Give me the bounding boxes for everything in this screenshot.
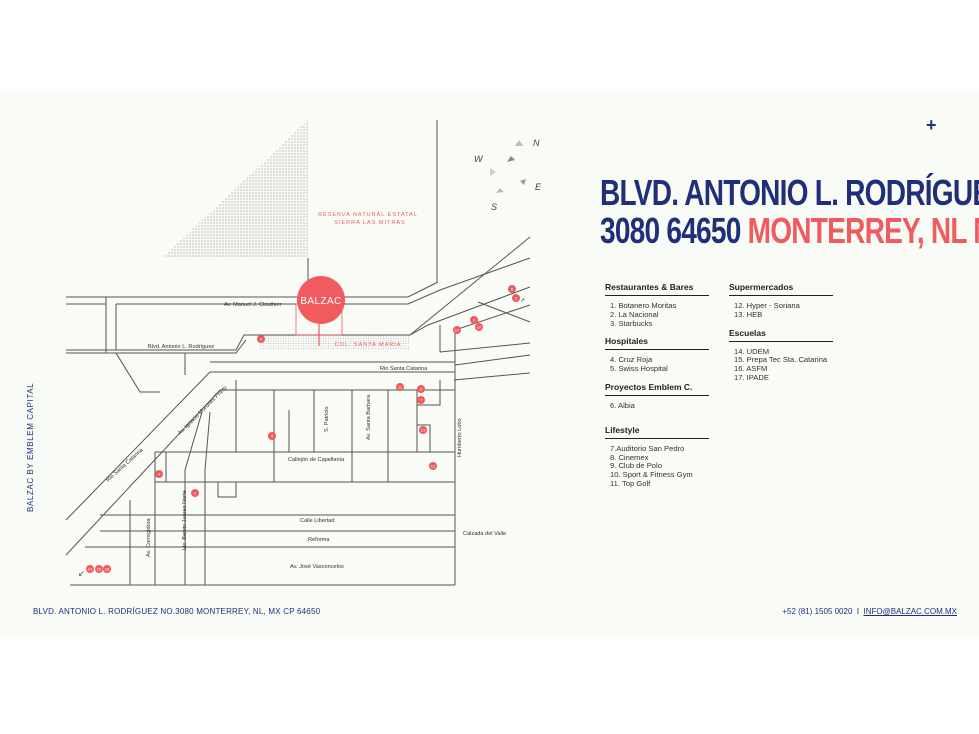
poi-marker-label-11: 11: [398, 385, 403, 390]
category-escuelas: Escuelas: [729, 328, 833, 342]
street-humberto: Humberto Lobo: [457, 418, 463, 457]
poi-marker-label-4: 4: [158, 472, 161, 477]
street-morones: Av. Ignacio Morones Prieto: [177, 385, 228, 436]
footer-email[interactable]: INFO@BALZAC.COM.MX: [863, 607, 957, 616]
poi-marker-label-12: 12: [431, 464, 436, 469]
nature-reserve-area: [162, 120, 308, 258]
list-restaurantes: 1. Botanero Moritas 2. La Nacional 3. St…: [610, 301, 677, 328]
poi-marker-label-15: 15: [97, 567, 102, 572]
poi-marker-13[interactable]: [419, 426, 427, 434]
street-patricio: S. Patricio: [324, 407, 330, 433]
poi-marker-label-16: 16: [105, 567, 110, 572]
street-rodriguez: Blvd. Antonio L. Rodríguez: [148, 344, 214, 350]
category-hospitales: Hospitales: [605, 336, 709, 351]
street-rio-sc: Rio Santa Catarina: [380, 366, 428, 372]
poi-marker-2[interactable]: [417, 385, 425, 393]
street-clouthier: Av. Manuel J. Clouthier: [224, 302, 281, 308]
poi-marker-8[interactable]: [508, 285, 516, 293]
street-vasconcelos: Av. José Vasconcelos: [290, 564, 344, 570]
address-line-2: 3080 64650 MONTERREY, NL MX: [600, 212, 979, 250]
poi-marker-label-17: 17: [455, 328, 460, 333]
sidebar-brand: BALZAC BY EMBLEM CAPITAL: [26, 382, 35, 512]
poi-marker-11[interactable]: [396, 383, 404, 391]
santa-maria-area: [260, 335, 410, 350]
poi-marker-10[interactable]: [475, 323, 483, 331]
category-restaurantes: Restaurantes & Bares: [605, 282, 709, 296]
list-supermercados: 12. Hyper - Soriana 13. HEB: [734, 301, 800, 319]
balzac-marker[interactable]: [297, 276, 345, 324]
category-proyectos: Proyectos Emblem C.: [605, 382, 709, 396]
arrow-southwest: ↙: [78, 569, 85, 578]
poi-marker-label-14: 14: [88, 567, 93, 572]
poi-marker-label-7: 7: [420, 398, 423, 403]
street-santa-barbara: Av. Santa Barbara: [366, 394, 372, 440]
compass-n: N: [533, 138, 540, 148]
list-proyectos: 6. Albia: [610, 400, 635, 410]
street-reforma: Reforma: [308, 537, 330, 543]
street-juarez: Lic. Benito Juárez Norte: [182, 490, 188, 550]
street-libertad: Calle Libertad: [300, 518, 335, 524]
poi-marker-3[interactable]: [470, 316, 478, 324]
colonia-label: COL. SANTA MARIA: [335, 342, 402, 348]
street-capellania: Callejón de Capellanía: [288, 457, 345, 463]
category-supermercados: Supermercados: [729, 282, 833, 296]
reserve-label-2: SIERRA LAS MITRAS: [334, 220, 405, 226]
list-lifestyle: 7.Auditorio San Pedro 8. Cinemex 9. Club…: [610, 443, 693, 488]
postal-code: 3080 64650: [600, 210, 741, 251]
poi-marker-label-13: 13: [421, 428, 426, 433]
poi-marker-label-1: 1: [194, 491, 197, 496]
poi-marker-label-2: 2: [420, 387, 423, 392]
legend-column-right: Supermercados 12. Hyper - Soriana 13. HE…: [729, 282, 833, 391]
poi-marker-label-6: 6: [260, 337, 263, 342]
footer-separator: I: [856, 607, 860, 616]
compass-w: W: [474, 154, 484, 164]
arrow-east: ↗: [520, 298, 525, 304]
poi-marker-label-9: 9: [271, 434, 274, 439]
list-hospitales: 4. Cruz Roja 5. Swiss Hospital: [610, 355, 668, 374]
category-lifestyle: Lifestyle: [605, 425, 709, 439]
location-map: RESERVA NATURAL ESTATAL SIERRA LAS MITRA…: [65, 120, 542, 586]
street-calzada: Calzada del Valle: [463, 531, 506, 537]
city: MONTERREY, NL MX: [747, 210, 979, 251]
poi-marker-label-8: 8: [511, 287, 514, 292]
poi-marker-4[interactable]: [155, 470, 163, 478]
poi-marker-1[interactable]: [191, 489, 199, 497]
location-page: RESERVA NATURAL ESTATAL SIERRA LAS MITRA…: [0, 92, 979, 637]
footer-contact: +52 (81) 1505 0020 I INFO@BALZAC.COM.MX: [782, 607, 957, 616]
footer-phone[interactable]: +52 (81) 1505 0020: [782, 607, 853, 616]
poi-marker-14[interactable]: [86, 565, 94, 573]
poi-marker-16[interactable]: [103, 565, 111, 573]
footer-address: BLVD. ANTONIO L. RODRÍGUEZ NO.3080 MONTE…: [33, 607, 321, 616]
poi-marker-17[interactable]: [453, 326, 461, 334]
poi-marker-9[interactable]: [268, 432, 276, 440]
poi-marker-6[interactable]: [257, 335, 265, 343]
legend-column-left: Restaurantes & Bares 1. Botanero Moritas…: [605, 282, 709, 497]
poi-marker-12[interactable]: [429, 462, 437, 470]
poi-marker-15[interactable]: [95, 565, 103, 573]
compass: N W E S: [474, 138, 542, 212]
list-escuelas: 14. UDEM 15. Prepa Tec Sta. Catarina 16.…: [734, 346, 828, 382]
street-corregidora: Av. Corregidora: [146, 517, 152, 557]
compass-e: E: [535, 182, 542, 192]
reserve-label-1: RESERVA NATURAL ESTATAL: [318, 212, 418, 218]
compass-s: S: [491, 202, 497, 212]
address-title: BLVD. ANTONIO L. RODRÍGUEZ 3080 64650 MO…: [600, 174, 979, 250]
poi-marker-7[interactable]: [417, 396, 425, 404]
poi-marker-label-10: 10: [477, 325, 482, 330]
plus-icon[interactable]: +: [926, 115, 937, 135]
poi-marker-label-3: 3: [473, 318, 476, 323]
poi-marker-label-5: 5: [515, 296, 518, 301]
balzac-label: BALZAC: [300, 296, 341, 307]
address-line-1: BLVD. ANTONIO L. RODRÍGUEZ: [600, 172, 979, 213]
poi-marker-5[interactable]: [512, 294, 520, 302]
street-rio-sc-diag: Rio Santa Catarina: [105, 447, 145, 484]
